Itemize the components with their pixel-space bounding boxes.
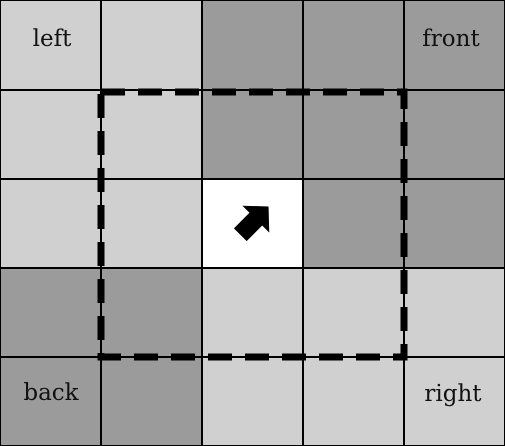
board-cell bbox=[303, 90, 404, 179]
board-cell bbox=[303, 268, 404, 357]
board-cell bbox=[303, 357, 404, 446]
agent-arrow bbox=[233, 205, 270, 242]
arrow-icon bbox=[233, 205, 270, 242]
board-cell bbox=[202, 268, 303, 357]
board-cell bbox=[101, 268, 202, 357]
board-cell bbox=[404, 357, 505, 446]
board-cell bbox=[101, 90, 202, 179]
board-cell bbox=[404, 268, 505, 357]
board-cell bbox=[404, 179, 505, 268]
board-cell bbox=[0, 90, 101, 179]
label-front: front bbox=[422, 26, 480, 52]
board-cell bbox=[0, 268, 101, 357]
board-cell bbox=[101, 0, 202, 90]
board-cell bbox=[404, 0, 505, 90]
board-cell bbox=[404, 90, 505, 179]
view-frame-dashed bbox=[97, 88, 408, 361]
board-cell bbox=[101, 179, 202, 268]
label-left: left bbox=[33, 26, 72, 52]
board-cell bbox=[0, 0, 101, 90]
board-cell bbox=[0, 179, 101, 268]
board-cell bbox=[303, 0, 404, 90]
board-cell bbox=[202, 90, 303, 179]
board-cell bbox=[0, 357, 101, 446]
board-cell bbox=[303, 179, 404, 268]
label-back: back bbox=[23, 380, 79, 406]
board-cell bbox=[202, 357, 303, 446]
label-right: right bbox=[424, 381, 482, 407]
board-cell bbox=[101, 357, 202, 446]
board-cell bbox=[202, 0, 303, 90]
